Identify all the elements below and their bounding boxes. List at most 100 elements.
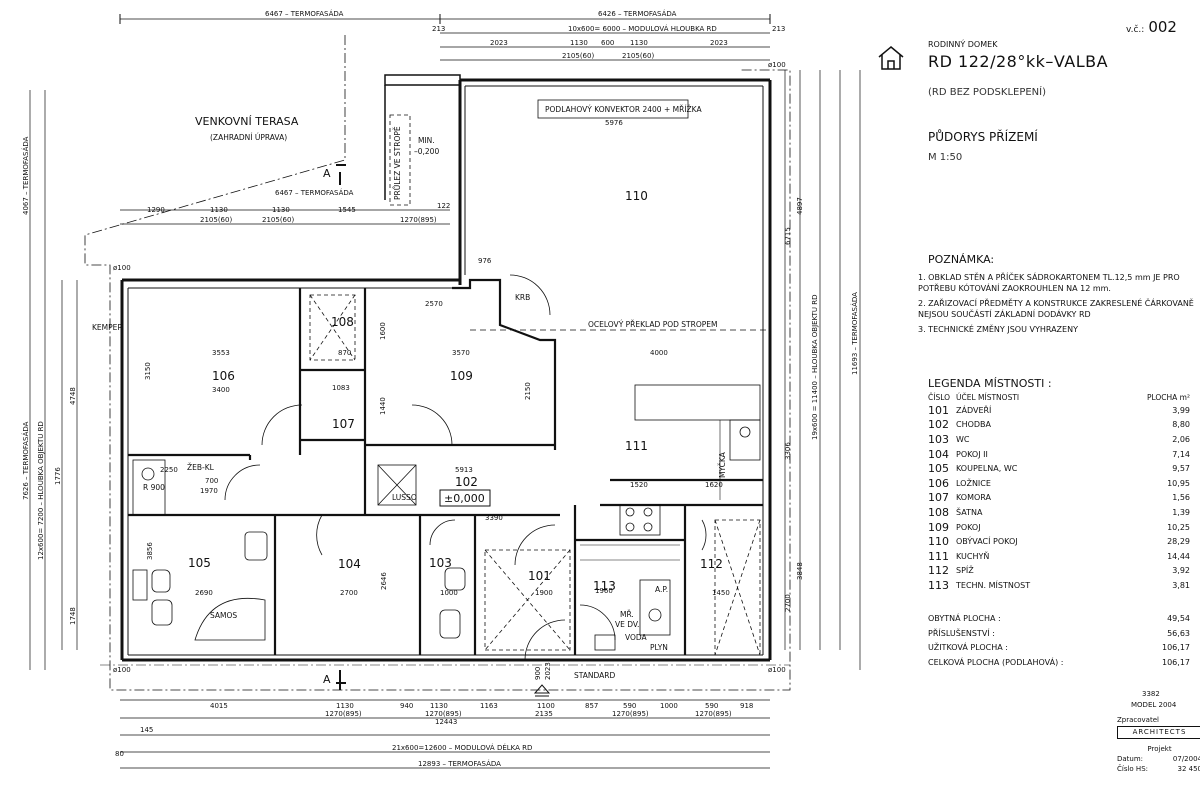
- dim: 1270(895): [425, 710, 462, 718]
- dim: 4015: [210, 702, 228, 710]
- company-logo: ARCHITECTS: [1117, 726, 1200, 739]
- dim: 2570: [425, 300, 443, 308]
- samos-label: SAMOS: [210, 611, 237, 620]
- dim: 122: [437, 202, 450, 210]
- dim: 1130: [570, 39, 588, 47]
- dim: 1130: [210, 206, 228, 214]
- dim: 5976: [605, 119, 623, 127]
- dim: 3390: [485, 514, 503, 522]
- dim: 3848: [796, 562, 804, 580]
- room-number: 101: [928, 403, 949, 417]
- room-area: 28,29: [1167, 537, 1190, 547]
- sheet-number: v.č.:002: [1126, 18, 1177, 36]
- dim-right-module: 19x600 = 11400 – HLOUBKA OBJEKTU RD: [811, 295, 819, 441]
- dim: 1270(895): [612, 710, 649, 718]
- dim: 2023: [710, 39, 728, 47]
- floor-plan: VENKOVNÍ TERASA (ZAHRADNÍ ÚPRAVA) A A ±0…: [21, 9, 861, 769]
- room-105: 105: [188, 556, 211, 570]
- room-109: 109: [450, 369, 473, 383]
- note-item: 2. ZAŘIZOVACÍ PŘEDMĚTY A KONSTRUKCE ZAKR…: [918, 299, 1194, 319]
- summary-row: PŘÍSLUŠENSTVÍ :56,63: [928, 628, 1190, 638]
- dim: 1163: [480, 702, 498, 710]
- plan-name: PŮDORYS PŘÍZEMÍ: [928, 130, 1038, 144]
- room-area: 8,80: [1172, 420, 1190, 430]
- dim: 2700: [784, 594, 792, 612]
- steel-lintel-label: OCELOVÝ PŘEKLAD POD STROPEM: [588, 320, 717, 329]
- dim: 213: [432, 25, 445, 33]
- dim: 2105(60): [562, 52, 594, 60]
- room-112: 112: [700, 557, 723, 571]
- dim: 1100: [537, 702, 555, 710]
- dim: 1130: [630, 39, 648, 47]
- room-name: KOMORA: [956, 493, 992, 503]
- room-area: 1,39: [1172, 507, 1190, 517]
- room-number: 107: [928, 491, 949, 505]
- dim: 590: [623, 702, 636, 710]
- dim: ø100: [768, 666, 786, 674]
- dim: 1270(895): [400, 216, 437, 224]
- dim: 4897: [796, 197, 804, 215]
- projekt-label: Projekt: [1147, 745, 1172, 753]
- dim: 2646: [380, 572, 388, 590]
- dim-top-left: 6467 – TERMOFASÁDA: [265, 9, 344, 18]
- title-block: v.č.:002 RODINNÝ DOMEK RD 122/28°kk–VALB…: [875, 0, 1200, 795]
- room-name: CHODBA: [956, 420, 992, 430]
- room-number: 112: [928, 564, 949, 578]
- room-number: 104: [928, 447, 949, 461]
- dim: 3856: [146, 542, 154, 560]
- dim-left-termo: 7626 – TERMOFASÁDA: [21, 421, 30, 500]
- dim: 2250: [160, 466, 178, 474]
- krb-label: KRB: [515, 293, 530, 302]
- room-108: 108: [331, 315, 354, 329]
- dim: 900: [534, 667, 542, 680]
- min-value: –0,200: [414, 147, 439, 156]
- kemper-label: KEMPER: [92, 323, 123, 332]
- r900-label: R 900: [143, 483, 165, 492]
- dim: 2105(60): [200, 216, 232, 224]
- table-row: 110 OBÝVACÍ POKOJ 28,29: [928, 534, 1190, 549]
- dim: 1520: [630, 481, 648, 489]
- dim: 1083: [332, 384, 350, 392]
- dim: 700: [205, 477, 218, 485]
- room-name: LOŽNICE: [956, 478, 991, 488]
- dim: 2690: [195, 589, 213, 597]
- dim: 3570: [452, 349, 470, 357]
- level-value: ±0,000: [444, 492, 485, 505]
- dim: 1270(895): [695, 710, 732, 718]
- dim: ø100: [113, 264, 131, 272]
- mr-label: MŘ.: [620, 610, 634, 619]
- notes-heading: POZNÁMKA:: [928, 253, 995, 266]
- room-number: 105: [928, 462, 949, 476]
- room-number: 106: [928, 476, 949, 490]
- zebkl-label: ŽEB-KL: [187, 463, 215, 472]
- room-111: 111: [625, 439, 648, 453]
- room-area: 14,44: [1167, 551, 1190, 561]
- dim-left-top: 4067 – TERMOFASÁDA: [21, 136, 30, 215]
- note-item: 1. OBKLAD STĚN A PŘÍČEK SÁDROKARTONEM TL…: [918, 273, 1180, 293]
- model-code: 3382: [1142, 690, 1160, 698]
- room-103: 103: [429, 556, 452, 570]
- room-number: 108: [928, 505, 949, 519]
- zpracovatel-label: Zpracovatel: [1117, 716, 1159, 724]
- dim: 4748: [69, 387, 77, 405]
- dim: 1130: [430, 702, 448, 710]
- col-area: PLOCHA m²: [1146, 392, 1190, 402]
- summary-row: UŽITKOVÁ PLOCHA :106,17: [928, 643, 1190, 653]
- voda-label: VODA: [625, 633, 648, 642]
- dim: 1440: [379, 397, 387, 415]
- room-number: 110: [928, 535, 949, 549]
- dim: 1960: [595, 587, 613, 595]
- dim: 1970: [200, 487, 218, 495]
- dim: 1900: [535, 589, 553, 597]
- dim: 1130: [336, 702, 354, 710]
- room-name: OBÝVACÍ POKOJ: [956, 537, 1018, 547]
